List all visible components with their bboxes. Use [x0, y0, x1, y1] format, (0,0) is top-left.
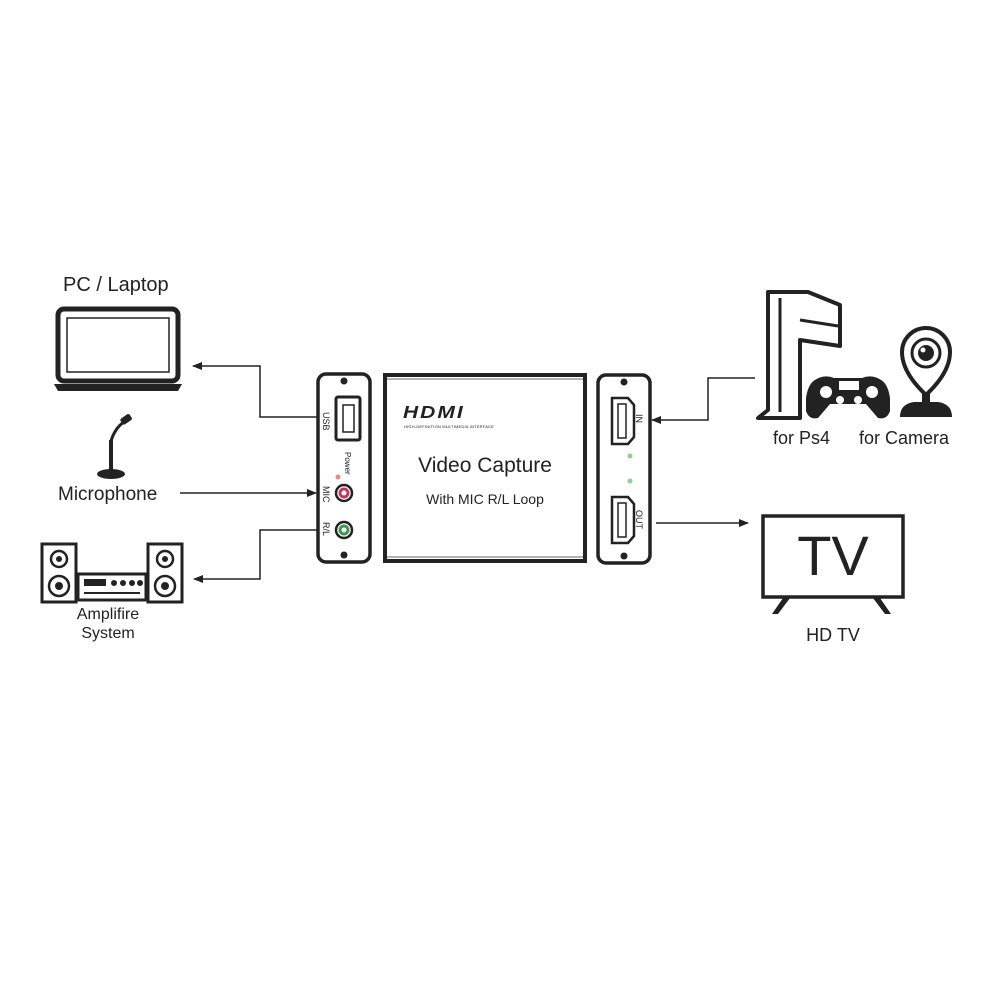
usb-port [334, 395, 362, 442]
ps4-label: for Ps4 [773, 428, 831, 448]
usb-to-pc-line [192, 362, 318, 418]
amplifier-label-line1: Amplifire [76, 606, 140, 623]
game-console-icon [756, 290, 890, 420]
hd-tv-label: HD TV [806, 625, 860, 645]
amplifier-label: Amplifire System [58, 605, 158, 643]
amplifier-label-line2: System [81, 625, 135, 642]
rl-port-label: R/L [321, 522, 331, 537]
webcam-icon [899, 326, 953, 417]
microphone-label: Microphone [58, 484, 158, 505]
left-port-panel [316, 372, 372, 564]
power-port-label: Power [343, 452, 352, 475]
tv-screen-text: TV [797, 524, 869, 587]
out-port-label: OUT [634, 510, 644, 529]
hdmi-out-port [610, 495, 636, 545]
rl-to-amp-line [193, 529, 318, 583]
mic-jack [334, 483, 354, 503]
mic-port-label: MIC [321, 486, 331, 503]
source-to-in-line [651, 377, 755, 424]
in-port-label: IN [634, 414, 644, 423]
stereo-system-icon [40, 542, 184, 604]
hdmi-in-port [610, 396, 636, 446]
hdmi-logo: HDMI [403, 402, 465, 423]
pc-label: PC / Laptop [63, 274, 169, 296]
microphone-icon [97, 414, 132, 479]
capture-subtitle: With MIC R/L Loop [426, 491, 544, 507]
in-led [627, 453, 633, 459]
laptop-icon [54, 306, 182, 391]
hdmi-tagline: HIGH-DEFINITION MULTIMEDIA INTERFACE [404, 424, 495, 429]
tv-icon [761, 514, 905, 614]
capture-title: Video Capture [418, 454, 552, 477]
camera-label: for Camera [859, 428, 950, 448]
right-port-panel [596, 373, 652, 565]
capture-box [383, 373, 587, 563]
usb-port-label: USB [321, 412, 331, 431]
rl-jack [334, 520, 354, 540]
power-led [335, 474, 341, 480]
out-led [627, 478, 633, 484]
